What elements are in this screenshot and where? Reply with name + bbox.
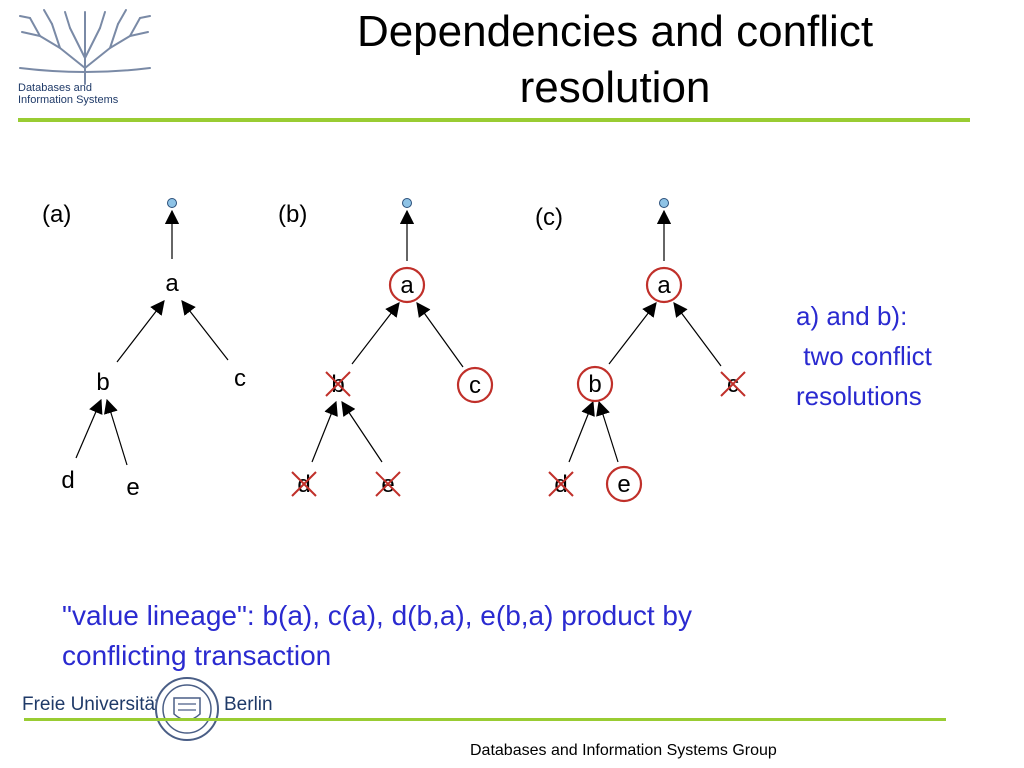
note-line3: resolutions (796, 381, 922, 411)
cross-mark-d (291, 471, 317, 497)
circled-node-a (645, 266, 683, 304)
circled-node-e (605, 465, 643, 503)
edge-c-a (181, 300, 229, 361)
panel-label: (a) (42, 201, 71, 228)
root-node-dot (402, 198, 412, 208)
footer-divider (24, 718, 946, 721)
cross-mark-c (720, 371, 746, 397)
footer-group-name: Databases and Information Systems Group (470, 742, 777, 759)
header-divider (18, 118, 970, 122)
edge-c-a (416, 302, 464, 368)
node-label-e: e (126, 474, 139, 501)
note-line1: a) and b): (796, 301, 908, 331)
node-label-c: c (234, 365, 246, 392)
cross-mark-b (325, 371, 351, 397)
logo-caption-line2: Information Systems (18, 94, 119, 106)
conflict-resolutions-note: a) and b): two conflict resolutions (796, 296, 1016, 416)
university-name-right: Berlin (224, 694, 273, 715)
edge-d-b (75, 398, 103, 459)
panel-label: (b) (278, 201, 307, 228)
edge-e-b (104, 398, 128, 466)
node-label-d: d (61, 467, 74, 494)
root-node-dot (167, 198, 177, 208)
databases-information-systems-logo (19, 9, 151, 85)
note-line2: two conflict (796, 341, 932, 371)
root-node-dot (659, 198, 669, 208)
cross-mark-e (375, 471, 401, 497)
edge-c-a (673, 302, 722, 367)
tree-panel-a: (a) a b c d e (42, 198, 246, 501)
cross-mark-d (548, 471, 574, 497)
panel-label: (c) (535, 204, 563, 231)
slide-title-line2: resolution (519, 63, 711, 112)
node-label-c: c (469, 372, 481, 399)
slide-title: Dependencies and conflict resolution (270, 4, 960, 116)
node-label-b: b (588, 371, 601, 398)
edge-d-b (568, 400, 595, 463)
circled-node-a (388, 266, 426, 304)
edge-e-b (596, 400, 619, 463)
university-name-left: Freie Universität (22, 694, 161, 715)
lineage-line2: conflicting transaction (62, 640, 332, 671)
node-label-a: a (657, 272, 671, 299)
edge-b-a (608, 302, 657, 365)
circled-node-c (456, 366, 494, 404)
edge-b-a (116, 300, 165, 363)
edge-d-b (311, 400, 338, 463)
lineage-line1: "value lineage": b(a), c(a), d(b,a), e(b… (62, 600, 692, 631)
university-seal-icon (155, 677, 219, 741)
node-label-a: a (400, 272, 414, 299)
value-lineage-text: "value lineage": b(a), c(a), d(b,a), e(b… (62, 596, 882, 676)
node-label-b: b (96, 369, 109, 396)
slide-title-line1: Dependencies and conflict (356, 7, 874, 56)
node-label-a: a (165, 270, 179, 297)
circled-node-b (576, 365, 614, 403)
node-label-e: e (617, 471, 630, 498)
edge-b-a (351, 302, 400, 365)
logo-caption: Databases and Information Systems (18, 82, 148, 106)
edge-e-b (341, 401, 383, 463)
logo-caption-line1: Databases and (18, 82, 92, 94)
